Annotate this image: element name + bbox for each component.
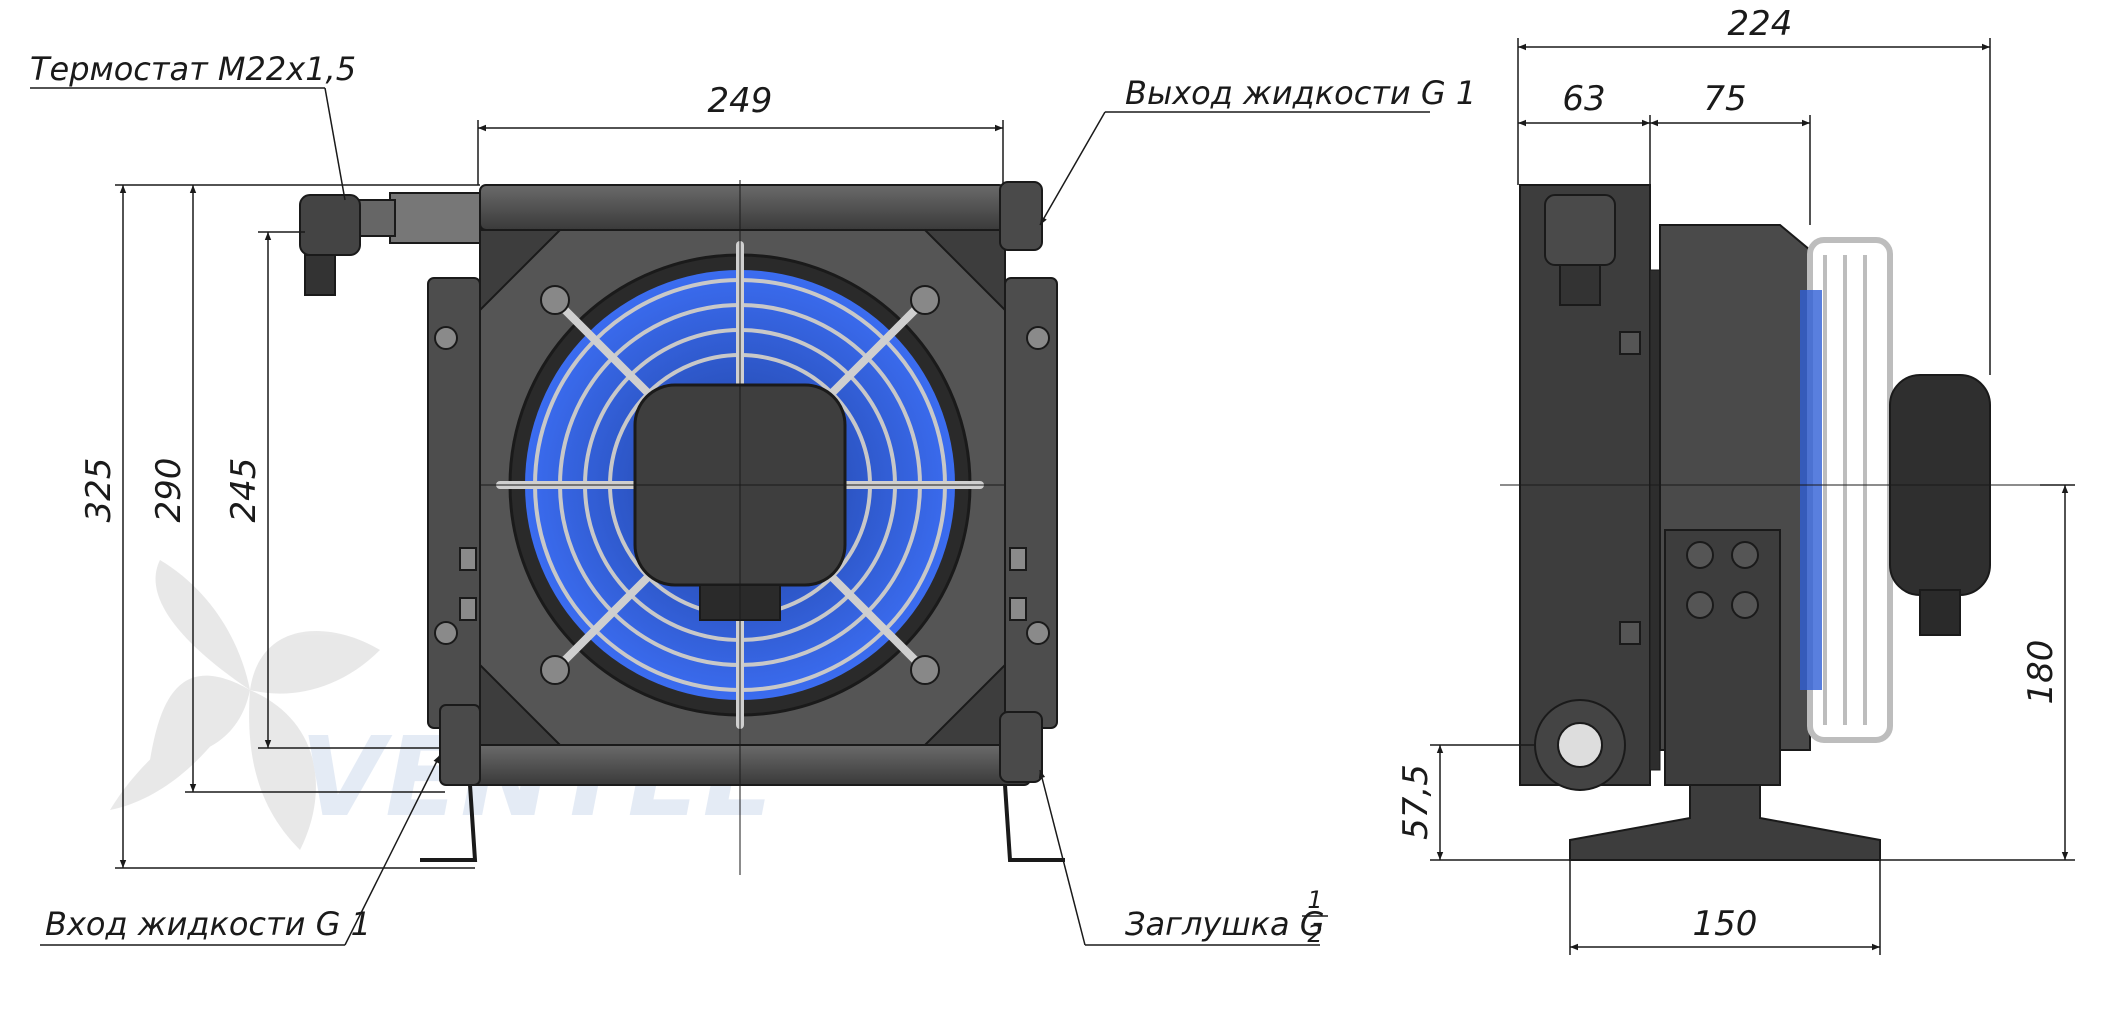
side-base — [1569, 784, 1881, 861]
dim-height-325: 325 — [79, 458, 119, 523]
side-bracket-bolts — [1619, 331, 1759, 645]
label-plug-numerator: 1 — [1307, 886, 1322, 914]
label-plug: Заглушка G — [1125, 905, 1325, 943]
left-foot — [420, 784, 478, 862]
inlet-port — [439, 704, 481, 786]
dim-depth-224: 224 — [1728, 4, 1793, 44]
side-bracket — [1664, 529, 1781, 786]
dim-axis-180: 180 — [2021, 640, 2061, 705]
thermostat-icon — [299, 192, 481, 296]
label-plug-denominator: 2 — [1307, 920, 1322, 948]
side-bolts — [434, 326, 1050, 645]
label-inlet: Вход жидкости G 1 — [45, 905, 371, 943]
side-view — [1500, 184, 2040, 861]
dim-height-245: 245 — [224, 458, 264, 523]
corner-bolts — [540, 285, 940, 685]
side-dimensions — [1430, 38, 2075, 955]
side-guard-bars — [1823, 255, 1867, 725]
label-outlet: Выход жидкости G 1 — [1125, 74, 1476, 112]
side-blue-blades — [1800, 290, 1822, 690]
dim-width-249: 249 — [708, 81, 773, 121]
dim-port-57-5: 57,5 — [1396, 764, 1436, 840]
callout-leaders — [30, 87, 1430, 946]
dim-height-290: 290 — [149, 458, 189, 523]
side-thermostat — [1544, 194, 1616, 266]
dim-depth-75: 75 — [1703, 79, 1746, 119]
bottom-tank — [444, 744, 1031, 786]
front-view — [299, 180, 1065, 875]
side-motor-cable-gland — [1919, 589, 1961, 636]
dim-depth-63: 63 — [1562, 79, 1605, 119]
side-inlet-bore — [1557, 722, 1603, 768]
dim-base-150: 150 — [1693, 904, 1758, 944]
center-lines — [480, 180, 1005, 875]
outlet-port — [999, 181, 1043, 251]
side-core-face — [1649, 269, 1661, 771]
front-dimensions — [115, 120, 1004, 869]
side-thermostat-plug — [1559, 264, 1601, 306]
top-tank — [479, 184, 1006, 231]
right-foot — [1003, 784, 1065, 862]
plug-port — [999, 711, 1043, 783]
label-thermostat: Термостат М22х1,5 — [30, 50, 356, 88]
